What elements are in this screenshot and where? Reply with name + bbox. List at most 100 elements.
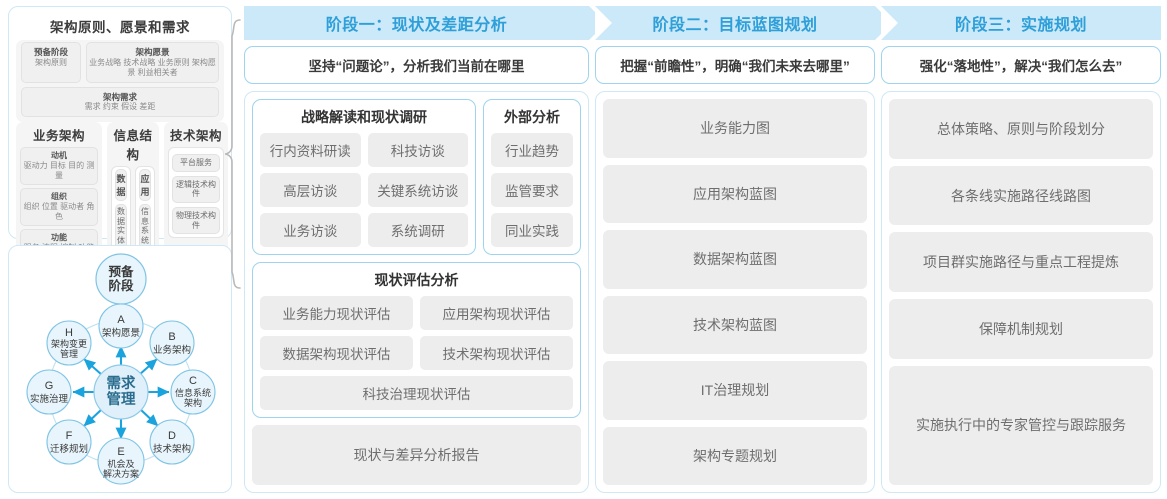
tile-key-system-interview[interactable]: 关键系统访谈 (367, 173, 468, 207)
business-motivation-title: 动机 (51, 151, 67, 161)
adm-node-b-key: B (168, 331, 175, 343)
phase-1-banner-title: 阶段一：现状及差距分析 (325, 17, 508, 34)
architecture-requirements-cell: 架构需求 需求 约束 假设 差距 (21, 86, 219, 118)
adm-node-e-label-line2: 解决方案 (103, 468, 139, 479)
current-state-assessment-title: 现状评估分析 (374, 272, 459, 288)
phase-2-banner-title: 阶段二：目标蓝图规划 (652, 17, 818, 34)
strategy-survey-title: 战略解读和现状调研 (301, 109, 427, 125)
adm-center-label-line2: 管理 (107, 390, 136, 408)
business-motivation-sub: 驱动力 目标 目的 测量 (23, 161, 95, 181)
adm-node-f-label: 迁移规划 (50, 443, 88, 455)
tile-technology-architecture-blueprint[interactable]: 技术架构蓝图 (603, 295, 867, 354)
adm-node-h-key: H (65, 327, 73, 339)
tile-business-capability-map[interactable]: 业务能力图 (603, 99, 867, 158)
adm-node-c-label-line1: 信息系统 (175, 387, 211, 398)
tile-internal-doc-study[interactable]: 行内资料研读 (260, 133, 361, 167)
phase-2-column: 阶段二：目标蓝图规划 把握“前瞻性”，明确“我们未来去哪里” 业务能力图 应用架… (595, 6, 892, 493)
tile-expert-control-tracking-service[interactable]: 实施执行中的专家管控与跟踪服务 (889, 365, 1153, 486)
tile-business-capability-assessment[interactable]: 业务能力现状评估 (260, 296, 413, 330)
phase-2-subtitle: 把握“前瞻性”，明确“我们未来去哪里” (595, 46, 875, 84)
phase-1-column: 阶段一：现状及差距分析 坚持“问题论”，分析我们当前在哪里 战略解读和现状调研 … (244, 6, 606, 493)
tile-architecture-topic-plan[interactable]: 架构专题规划 (603, 426, 867, 485)
tile-overall-strategy-principles-phasing[interactable]: 总体策略、原则与阶段划分 (889, 99, 1153, 159)
tile-tech-governance-assessment[interactable]: 科技治理现状评估 (260, 376, 573, 410)
architecture-vision-sub: 业务战略 技术战略 业务原则 架构愿景 利益相关者 (89, 57, 216, 77)
phase-3-banner-title: 阶段三：实施规划 (954, 17, 1087, 34)
tile-industry-trend[interactable]: 行业趋势 (491, 133, 573, 167)
application-subcolumn-header: 应用 (139, 169, 151, 202)
adm-prep-label-line2: 阶段 (108, 278, 134, 293)
logical-technology-component-cell: 逻辑技术构件 (172, 175, 220, 204)
tile-data-architecture-blueprint[interactable]: 数据架构蓝图 (603, 230, 867, 289)
phase-1-banner: 阶段一：现状及差距分析 (244, 6, 606, 40)
adm-node-d (149, 419, 195, 465)
platform-service-cell: 平台服务 (172, 154, 220, 172)
tile-application-architecture-blueprint[interactable]: 应用架构蓝图 (603, 164, 867, 223)
technology-architecture-title: 技术架构 (169, 129, 222, 144)
tile-program-path-key-projects[interactable]: 项目群实施路径与重点工程提炼 (889, 232, 1153, 293)
phase-3-body: 总体策略、原则与阶段划分 各条线实施路径线路图 项目群实施路径与重点工程提炼 保… (881, 91, 1161, 493)
tile-tech-interview[interactable]: 科技访谈 (367, 133, 468, 167)
tile-business-interview[interactable]: 业务访谈 (260, 213, 361, 247)
prep-phase-cell: 预备阶段 架构原则 (21, 42, 81, 83)
prep-phase-title: 预备阶段 (33, 47, 68, 57)
tile-business-line-roadmaps[interactable]: 各条线实施路径线路图 (889, 165, 1153, 226)
adm-node-c (170, 369, 216, 415)
external-analysis-card: 外部分析 行业趋势 监管要求 同业实践 (483, 99, 581, 255)
prep-phase-sub: 架构原则 (35, 57, 67, 67)
adm-node-g-label: 实施治理 (30, 393, 69, 405)
architecture-requirements-sub: 需求 约束 假设 差距 (84, 102, 156, 112)
left-reference-column: 架构原则、愿景和需求 预备阶段 架构原则 架构愿景 业务战略 技术战略 业务原则… (0, 0, 238, 499)
tile-technology-architecture-assessment[interactable]: 技术架构现状评估 (420, 336, 573, 370)
tile-system-survey[interactable]: 系统调研 (367, 213, 468, 247)
phase-1-body: 战略解读和现状调研 行内资料研读 科技访谈 高层访谈 关键系统访谈 (244, 91, 589, 493)
adm-prep-label-line1: 预备 (108, 264, 134, 279)
adm-node-a-label: 架构愿景 (102, 327, 140, 339)
adm-node-c-label-line2: 架构 (184, 397, 202, 408)
gap-analysis-report-tile[interactable]: 现状与差异分析报告 (252, 425, 581, 485)
phases-container: 阶段一：现状及差距分析 坚持“问题论”，分析我们当前在哪里 战略解读和现状调研 … (238, 0, 1167, 499)
adm-node-d-label: 技术架构 (153, 443, 191, 455)
tile-regulatory-requirement[interactable]: 监管要求 (491, 173, 573, 207)
business-organization-title: 组织 (51, 192, 67, 202)
phase-3-column: 阶段三：实施规划 强化“落地性”，解决“我们怎么去” 总体策略、原则与阶段划分 … (881, 6, 1161, 493)
business-motivation-cell: 动机 驱动力 目标 目的 测量 (20, 147, 98, 186)
phase-2-body: 业务能力图 应用架构蓝图 数据架构蓝图 技术架构蓝图 IT治理规划 架构专题规划 (595, 91, 875, 493)
architecture-vision-cell: 架构愿景 业务战略 技术战略 业务原则 架构愿景 利益相关者 (86, 42, 219, 83)
business-organization-cell: 组织 组织 位置 驱动者 角色 (20, 188, 98, 227)
adm-node-a (98, 303, 144, 349)
information-structure-title: 信息结构 (113, 129, 153, 163)
tile-peer-practice[interactable]: 同业实践 (491, 213, 573, 247)
adm-cycle-panel: 需求 管理 预备 阶段 A 架构愿景 B 业务架构 C 信息系统 架构 (8, 245, 232, 493)
phase-2-items: 业务能力图 应用架构蓝图 数据架构蓝图 技术架构蓝图 IT治理规划 架构专题规划 (603, 99, 867, 485)
adm-node-f-key: F (66, 430, 73, 442)
physical-technology-component-cell: 物理技术构件 (172, 207, 220, 235)
adm-node-b-label: 业务架构 (153, 344, 191, 356)
architecture-requirements-title: 架构需求 (102, 91, 137, 102)
phase-3-items: 总体策略、原则与阶段划分 各条线实施路径线路图 项目群实施路径与重点工程提炼 保… (889, 99, 1153, 486)
adm-node-e-key: E (117, 446, 124, 458)
phase-1-top-row: 战略解读和现状调研 行内资料研读 科技访谈 高层访谈 关键系统访谈 (252, 99, 581, 255)
phase-2-banner: 阶段二：目标蓝图规划 (595, 6, 892, 40)
business-function-title: 功能 (51, 233, 67, 243)
adm-node-a-key: A (117, 314, 125, 326)
adm-center-label-line1: 需求 (107, 374, 136, 392)
adm-node-h-label-line2: 管理 (60, 348, 78, 359)
external-analysis-title: 外部分析 (504, 109, 560, 125)
business-architecture-title: 业务架构 (32, 129, 85, 144)
adm-node-b (149, 320, 195, 366)
tile-assurance-mechanism-plan[interactable]: 保障机制规划 (889, 299, 1153, 359)
data-subcolumn-header: 数据 (115, 169, 127, 202)
phase-1-subtitle: 坚持“问题论”，分析我们当前在哪里 (244, 46, 589, 84)
tile-it-governance-plan[interactable]: IT治理规划 (603, 361, 867, 420)
adm-node-g-key: G (45, 380, 54, 392)
tile-application-architecture-assessment[interactable]: 应用架构现状评估 (420, 296, 573, 330)
tile-executive-interview[interactable]: 高层访谈 (260, 173, 361, 207)
framework-section-title: 架构原则、愿景和需求 (50, 20, 190, 35)
tile-data-architecture-assessment[interactable]: 数据架构现状评估 (260, 336, 413, 370)
business-organization-sub: 组织 位置 驱动者 角色 (23, 202, 95, 222)
adm-node-h (46, 320, 92, 366)
adm-node-h-label-line1: 架构变更 (51, 338, 87, 349)
data-entity-cell: 数据实体 (115, 204, 127, 249)
